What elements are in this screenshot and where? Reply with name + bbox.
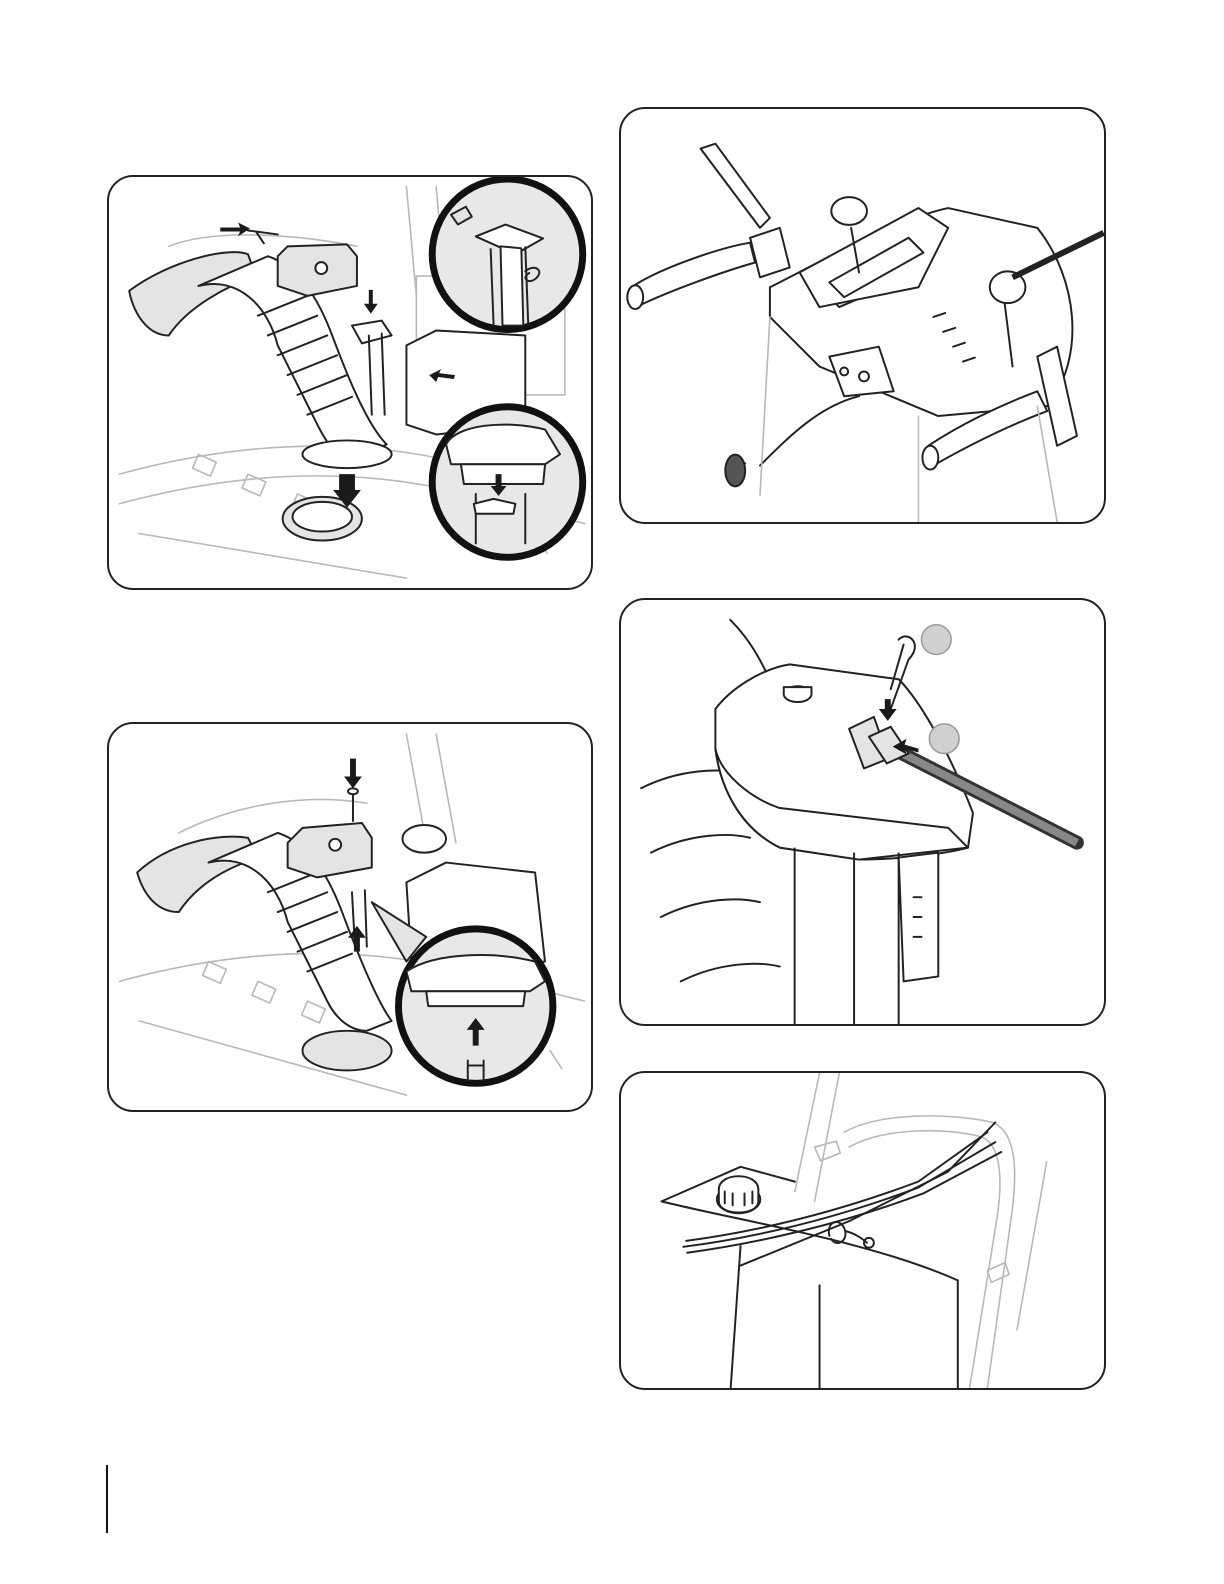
footer-rule (106, 1465, 108, 1533)
crank-pin-illustration (621, 600, 1104, 1024)
figure-cable-tie (619, 1071, 1106, 1390)
figure-chute-screw (107, 722, 593, 1112)
chute-install-illustration (109, 177, 591, 588)
figure-chute-install (107, 175, 593, 590)
shift-crank-illustration (621, 109, 1104, 522)
shift-knob (831, 197, 867, 225)
deflector (129, 252, 256, 335)
callout-b (929, 724, 959, 754)
figure-shift-crank (619, 107, 1106, 524)
callout-a (921, 625, 951, 655)
figure-crank-pin (619, 598, 1106, 1026)
left-lever (701, 144, 770, 228)
cable-tie-illustration (621, 1073, 1104, 1388)
crank-knob (725, 455, 745, 487)
chute-screw-illustration (109, 724, 591, 1110)
